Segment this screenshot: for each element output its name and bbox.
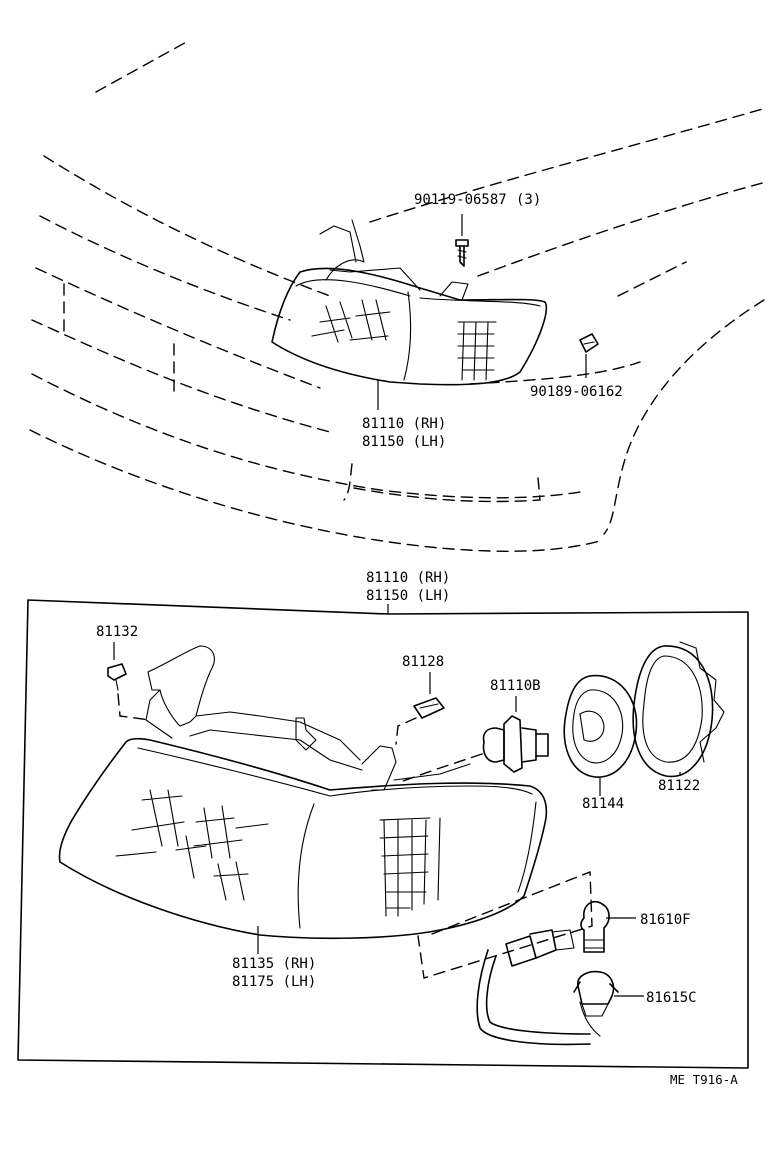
label-assembly-rh: 81110 (RH) xyxy=(366,570,450,586)
clip-90189-06162[interactable] xyxy=(579,333,599,353)
label-clip-part-number: 90189-06162 xyxy=(530,384,623,400)
screw-90119-06587[interactable] xyxy=(455,239,469,267)
socket-81144[interactable] xyxy=(563,674,638,796)
clip-81128[interactable] xyxy=(395,672,445,745)
figure-reference-code: ME T916-A xyxy=(670,1072,738,1087)
label-clip-81128: 81128 xyxy=(402,654,444,670)
cover-81122[interactable] xyxy=(632,641,725,778)
side-lamp-bulb-81610f[interactable] xyxy=(580,900,636,953)
headlamp-bulb-81110b[interactable] xyxy=(399,696,549,783)
label-bulb-81110b: 81110B xyxy=(490,678,541,694)
label-bulb-81610f: 81610F xyxy=(640,912,691,928)
label-assembly-top-lh: 81150 (LH) xyxy=(362,434,446,450)
side-lamp-wiring-harness[interactable] xyxy=(417,870,601,1046)
label-clip-81132: 81132 xyxy=(96,624,138,640)
label-lens-lh: 81175 (LH) xyxy=(232,974,316,990)
clip-81132[interactable] xyxy=(107,642,151,721)
label-socket-81615c: 81615C xyxy=(646,990,697,1006)
side-lamp-socket-81615c[interactable] xyxy=(573,970,644,1017)
exploded-view-frame xyxy=(17,599,749,1069)
headlamp-housing-lens[interactable] xyxy=(58,645,548,940)
label-assembly-top-rh: 81110 (RH) xyxy=(362,416,446,432)
label-assembly-lh: 81150 (LH) xyxy=(366,588,450,604)
label-cover-81122: 81122 xyxy=(658,778,700,794)
label-screw-quantity: (3) xyxy=(516,192,541,208)
label-lens-rh: 81135 (RH) xyxy=(232,956,316,972)
headlamp-assembly-installed[interactable] xyxy=(271,219,547,410)
vehicle-body-outline xyxy=(29,39,767,552)
label-screw-part-number: 90119-06587 xyxy=(414,192,507,208)
label-socket-81144: 81144 xyxy=(582,796,624,812)
